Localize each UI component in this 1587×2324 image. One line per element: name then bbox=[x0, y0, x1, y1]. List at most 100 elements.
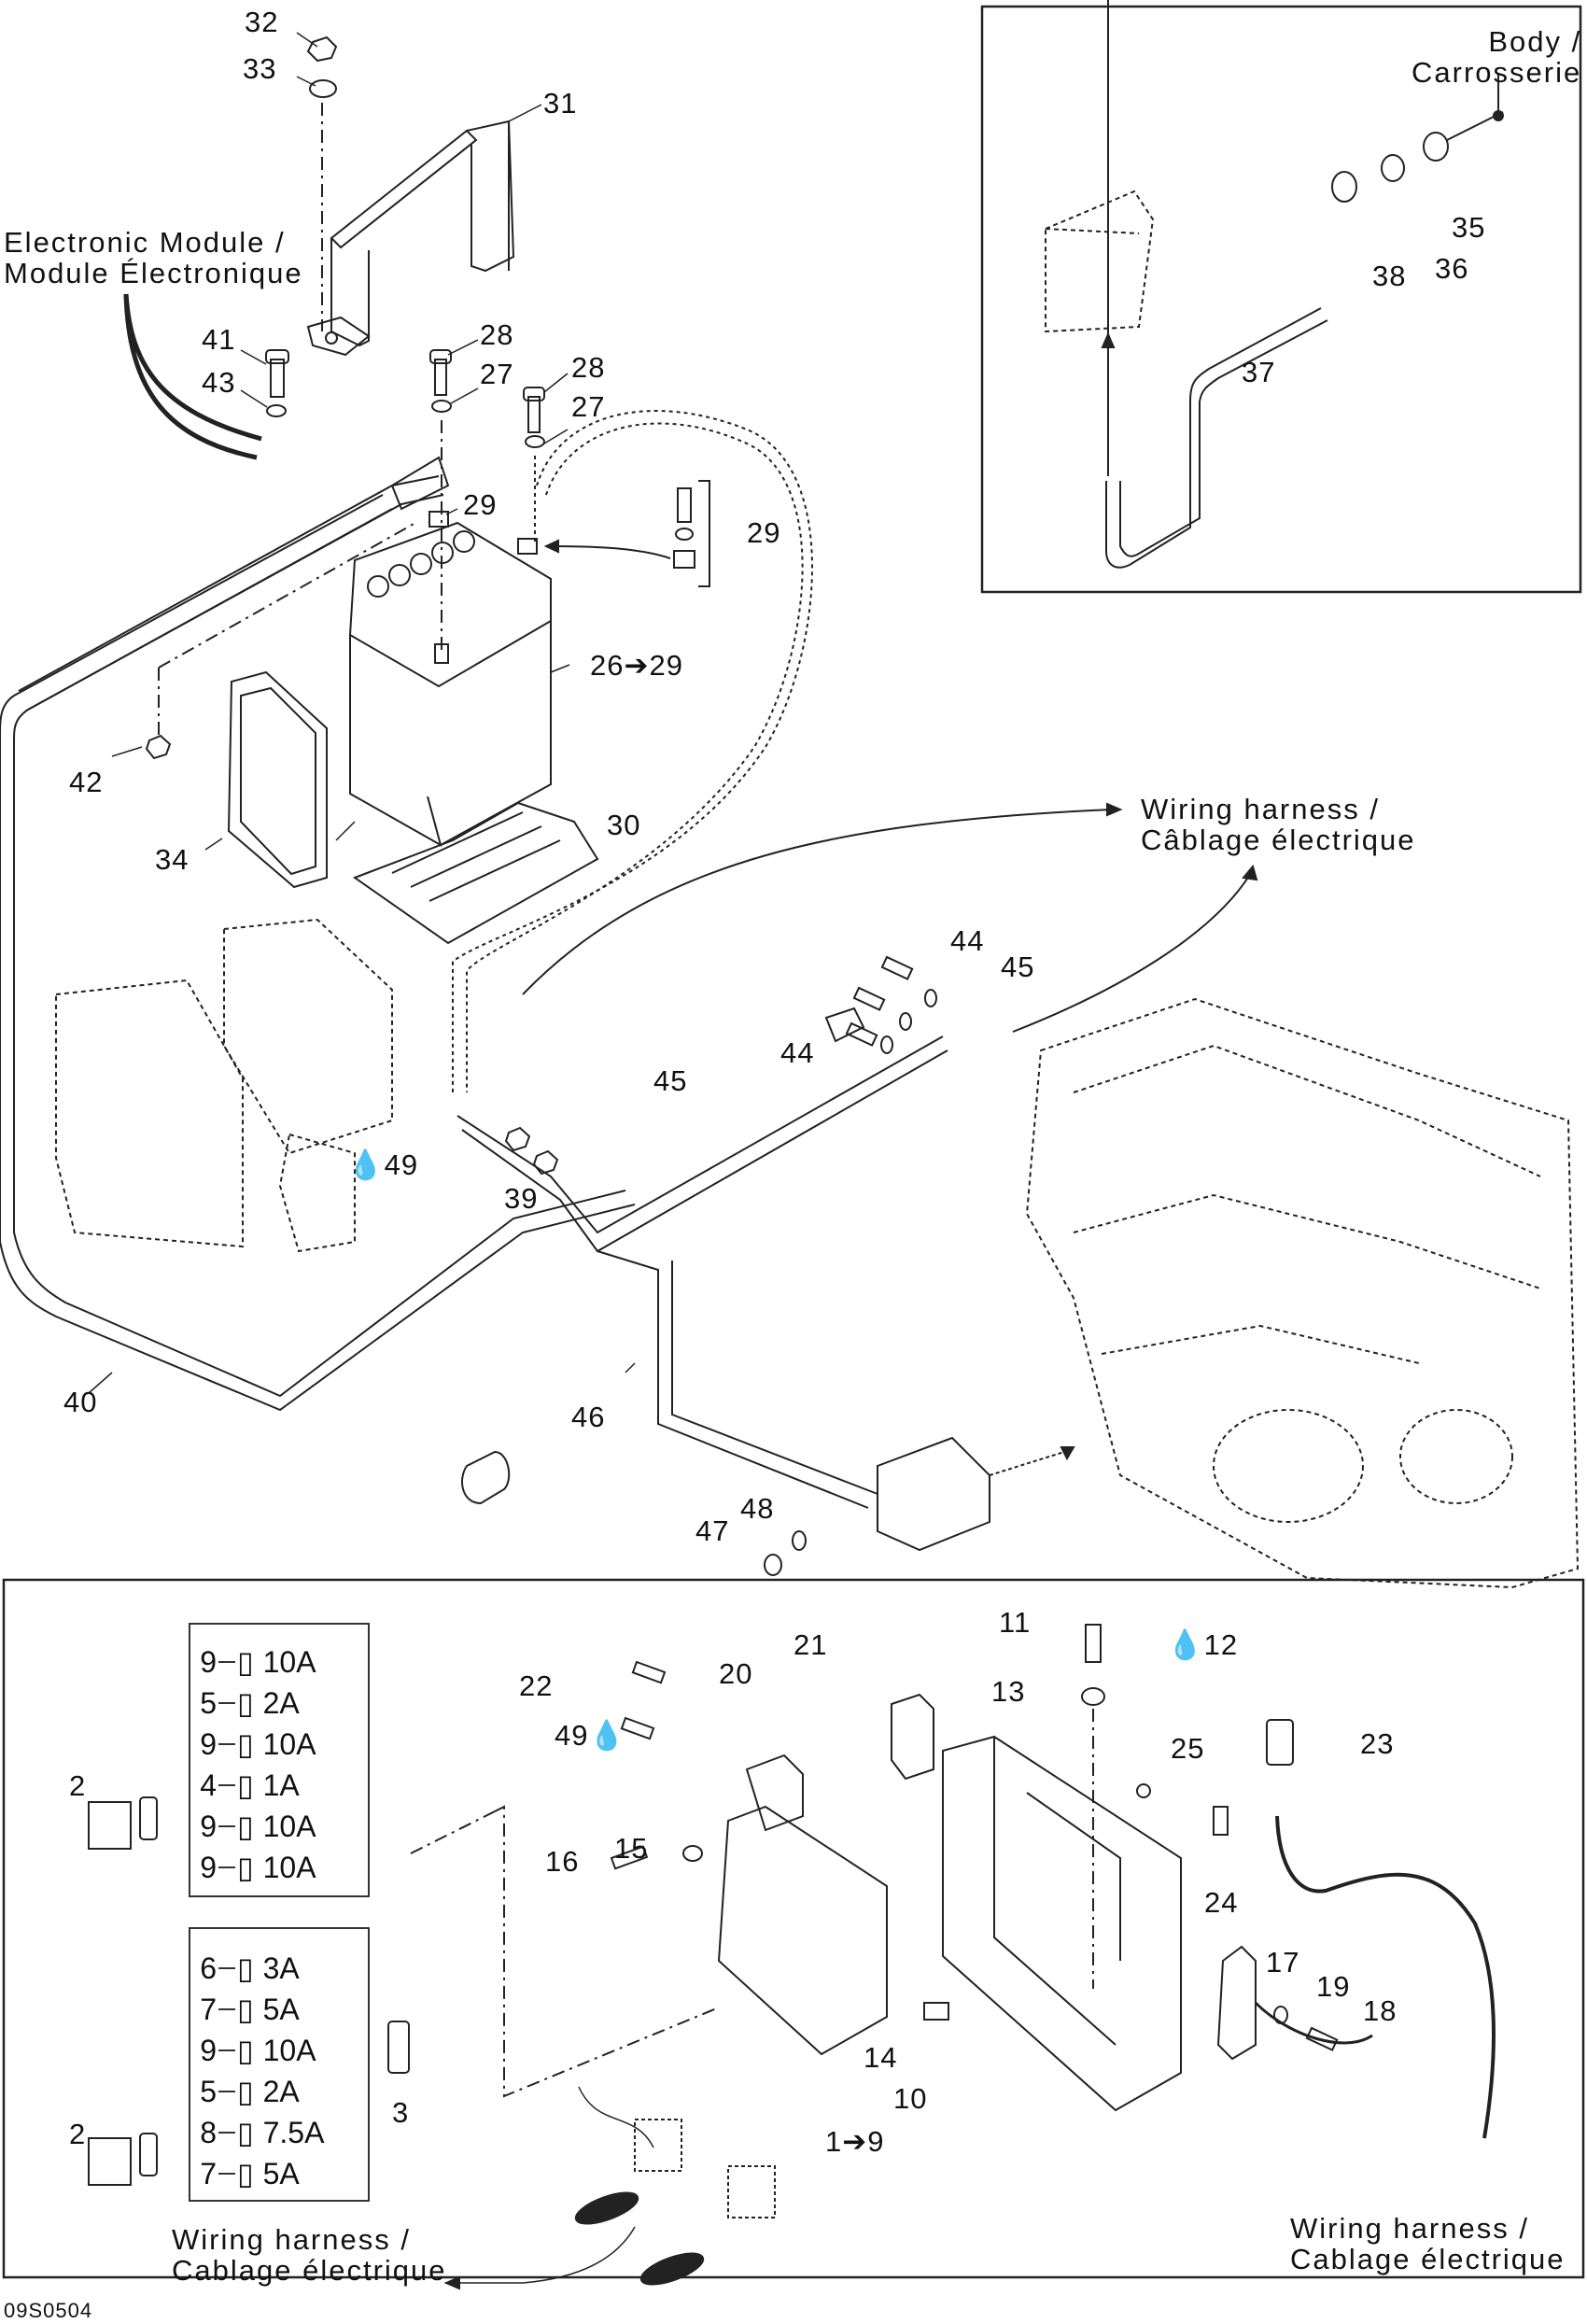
fuse-rating: 5A bbox=[262, 1992, 300, 2026]
fuse-rating: 1A bbox=[262, 1768, 300, 1802]
fuse-rating: 10A bbox=[262, 1726, 316, 1761]
callout-47: 47 bbox=[695, 1514, 730, 1547]
callout-46: 46 bbox=[571, 1401, 606, 1433]
fuse-icon: ▯ bbox=[237, 2116, 254, 2149]
callout-23: 23 bbox=[1360, 1727, 1395, 1760]
callout-2a: 2 bbox=[69, 1769, 87, 1802]
bolt-44c bbox=[845, 1021, 878, 1047]
connector-23 bbox=[1266, 1719, 1294, 1766]
screw-22a bbox=[631, 1660, 667, 1684]
washer-45a bbox=[924, 989, 937, 1007]
fuse-icon: ▯ bbox=[237, 1768, 254, 1802]
nut-29a bbox=[428, 511, 449, 528]
fuse-qty: 7 bbox=[200, 2156, 217, 2190]
note-line-en: Body / bbox=[1488, 25, 1582, 58]
bolt-44a bbox=[880, 955, 914, 980]
callout-12: 💧12 bbox=[1167, 1630, 1238, 1659]
clip-14 bbox=[923, 2002, 949, 2021]
fuse-qty: 4 bbox=[200, 1768, 217, 1802]
screw-22b bbox=[620, 1716, 655, 1740]
connector-21 bbox=[891, 1693, 934, 1781]
oil-drop-icon: 💧 bbox=[347, 1148, 385, 1181]
note-line-fr: Câblage électrique bbox=[1141, 824, 1416, 857]
washer-15 bbox=[682, 1845, 703, 1862]
fuse-rating: 5A bbox=[262, 2156, 300, 2190]
callout-14: 14 bbox=[864, 2041, 898, 2074]
callout-29a: 29 bbox=[463, 488, 498, 521]
fuse-puller-2b bbox=[88, 2137, 132, 2186]
callout-15: 15 bbox=[614, 1832, 649, 1865]
figure-code: 09S0504 bbox=[4, 2299, 93, 2322]
fitting-36 bbox=[1381, 154, 1405, 182]
callout-41: 41 bbox=[202, 323, 236, 356]
fuse-qty: 8 bbox=[200, 2115, 217, 2149]
fuse-strip-3 bbox=[387, 2021, 410, 2074]
fuse-qty: 9 bbox=[200, 1850, 217, 1884]
grommet-35 bbox=[1423, 132, 1449, 162]
callout-13: 13 bbox=[991, 1675, 1026, 1708]
fuse-rating: 2A bbox=[262, 2074, 300, 2108]
vent-tube-37 bbox=[1105, 307, 1322, 569]
wiring-harness-note-top: Wiring harness / Câblage électrique bbox=[1141, 794, 1416, 856]
callout-18: 18 bbox=[1363, 1994, 1397, 2027]
callout-38: 38 bbox=[1372, 260, 1407, 292]
callout-28b: 28 bbox=[571, 351, 606, 384]
harness-plug-a bbox=[574, 2191, 639, 2225]
battery bbox=[349, 521, 552, 848]
washer-48 bbox=[792, 1530, 807, 1551]
fuse-row: 5▯2A bbox=[190, 2071, 300, 2112]
screw-18 bbox=[1305, 2026, 1339, 2051]
fuse-table-2: 6▯3A 7▯5A 9▯10A 5▯2A 8▯7.5A 7▯5A bbox=[189, 1927, 370, 2202]
callout-37: 37 bbox=[1242, 356, 1276, 388]
battery-tray-30 bbox=[352, 801, 599, 945]
fuse-rating: 10A bbox=[262, 1644, 316, 1679]
body-note: Body / Carrosserie bbox=[1411, 26, 1581, 89]
callout-44b: 44 bbox=[780, 1036, 815, 1069]
harness-cable-right bbox=[1275, 1815, 1496, 2139]
fuse-icon: ▯ bbox=[237, 1851, 254, 1884]
module-wire bbox=[123, 293, 262, 442]
tie-strap-38 bbox=[1331, 171, 1357, 203]
lower-panel-frame bbox=[2, 1578, 1585, 2279]
terminal-boot-46 bbox=[461, 1450, 511, 1505]
note-line-en: Wiring harness / bbox=[1141, 793, 1380, 825]
fuse-row: 5▯2A bbox=[190, 1683, 300, 1724]
callout-36: 36 bbox=[1435, 252, 1469, 285]
bolt-28a bbox=[434, 359, 447, 396]
wiring-harness-note-bottom-right: Wiring harness / Cablage électrique bbox=[1290, 2213, 1566, 2275]
inset-frame-vent-tube bbox=[980, 5, 1582, 594]
washer-43 bbox=[266, 404, 287, 417]
washer-45b bbox=[880, 1035, 893, 1054]
callout-49b-number: 49 bbox=[555, 1719, 589, 1752]
nut-39a bbox=[504, 1126, 531, 1152]
module-support-bracket-10 bbox=[942, 1735, 1182, 2112]
callout-43: 43 bbox=[202, 366, 236, 399]
callout-20: 20 bbox=[719, 1657, 753, 1690]
fuse-icon: ▯ bbox=[237, 2157, 254, 2190]
callout-17: 17 bbox=[1266, 1946, 1300, 1979]
note-line-fr: Carrosserie bbox=[1411, 56, 1582, 90]
callout-27b: 27 bbox=[571, 390, 606, 423]
bolt-11 bbox=[1085, 1624, 1102, 1663]
fuse-icon: ▯ bbox=[237, 2075, 254, 2108]
bolt-28b bbox=[527, 396, 541, 433]
fuse-row: 9▯10A bbox=[190, 1806, 316, 1847]
nut-32 bbox=[306, 35, 338, 63]
callout-34: 34 bbox=[155, 843, 190, 876]
fuse-icon: ▯ bbox=[237, 1993, 254, 2026]
fuse-icon: ▯ bbox=[237, 1727, 254, 1761]
engine-ghost bbox=[1025, 997, 1580, 1589]
fuse-row: 9▯10A bbox=[190, 2030, 316, 2071]
fuse-qty: 9 bbox=[200, 1809, 217, 1843]
fuse-rating: 10A bbox=[262, 1850, 316, 1884]
electronic-module-note: Electronic Module / Module Électronique bbox=[4, 227, 303, 289]
fuse-row: 7 ▯5A bbox=[190, 2153, 300, 2194]
harness-plug-b bbox=[639, 2252, 705, 2286]
fuse-icon: ▯ bbox=[237, 1810, 254, 1843]
fuse-table-1: 9▯10A 5▯2A 9▯10A 4▯1A 9▯10A 9▯10A bbox=[189, 1623, 370, 1897]
callout-49a-number: 49 bbox=[384, 1148, 419, 1181]
callout-25: 25 bbox=[1171, 1732, 1205, 1765]
nut-39b bbox=[532, 1149, 559, 1176]
fuse-rating: 3A bbox=[262, 1951, 300, 1985]
callout-45b: 45 bbox=[653, 1064, 688, 1097]
